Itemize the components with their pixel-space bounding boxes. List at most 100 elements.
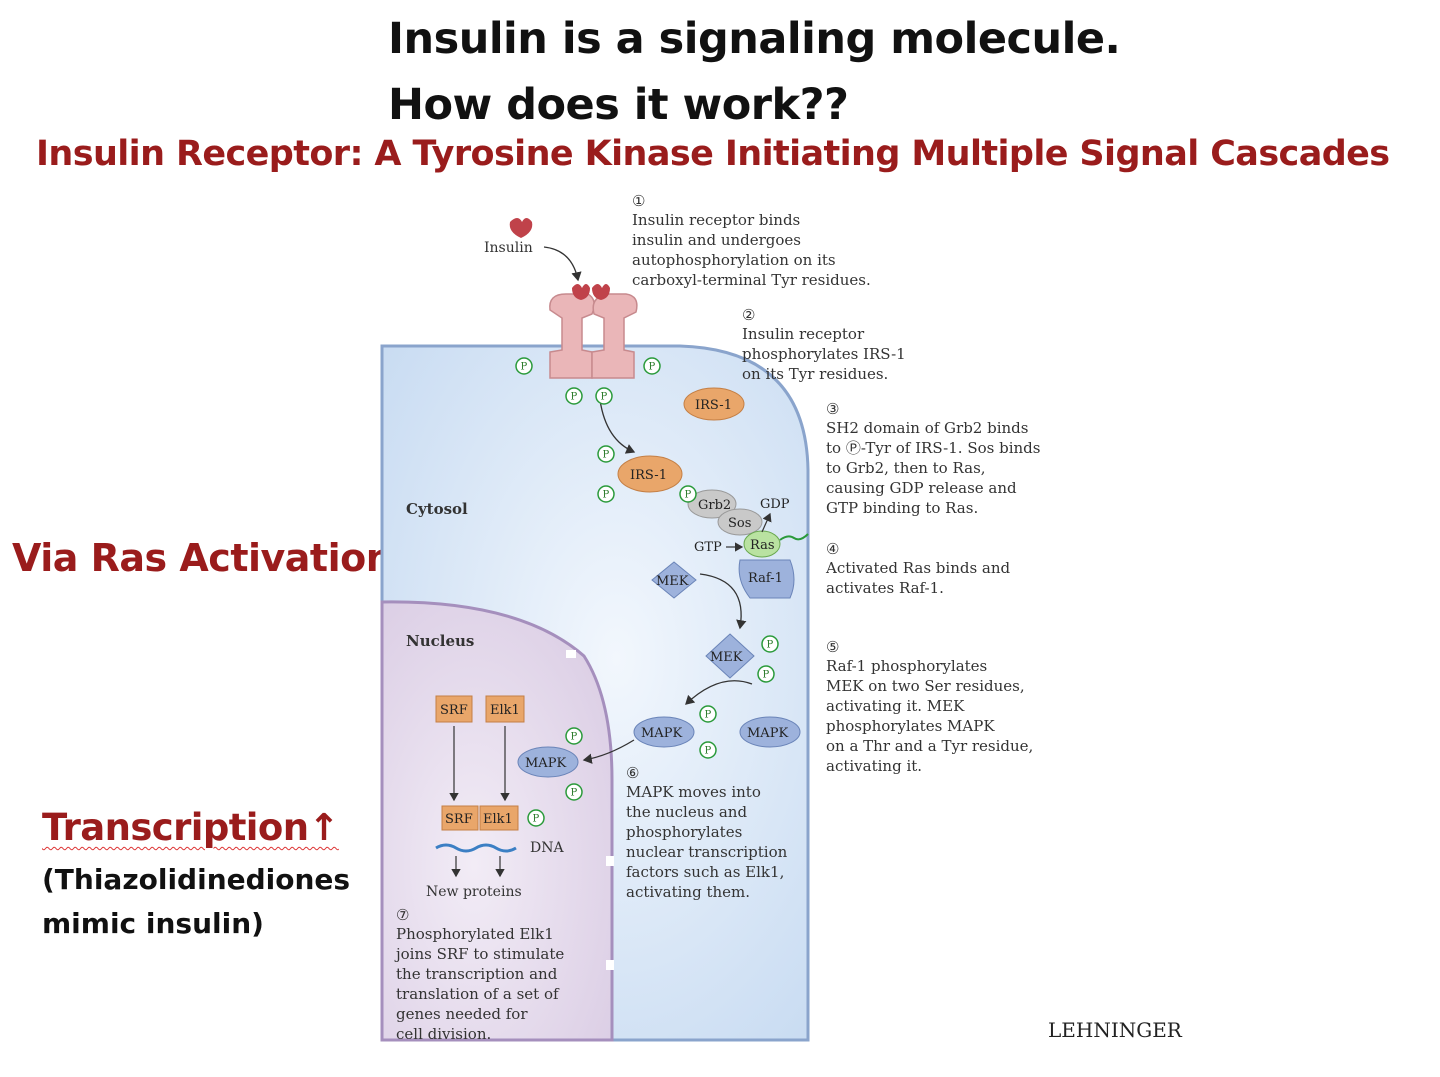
step-6-number: ⑥ — [626, 764, 640, 782]
step-2-text: Insulin receptor phosphorylates IRS-1 on… — [742, 325, 906, 383]
ras-label: Ras — [750, 538, 775, 553]
step-7-number: ⑦ — [396, 906, 410, 924]
step-4-number: ④ — [826, 540, 840, 558]
phosphate-circle — [527, 809, 545, 827]
title-line-2: How does it work?? — [388, 80, 849, 130]
phosphate-circle — [597, 485, 615, 503]
sos-label: Sos — [728, 516, 751, 531]
gtp-label: GTP — [694, 540, 722, 555]
nucleus-label: Nucleus — [406, 632, 474, 650]
phosphate-circle — [595, 387, 613, 405]
nuclear-pore — [606, 960, 614, 970]
sos — [717, 508, 763, 536]
mapk-nuclear-label: MAPK — [525, 756, 566, 771]
title-line-1: Insulin is a signaling molecule. — [388, 14, 1121, 64]
phosphate-label: P — [571, 732, 578, 743]
irs1-membrane — [683, 387, 745, 421]
phosphate-label: P — [571, 788, 578, 799]
phosphate-label: P — [685, 490, 692, 501]
mapk-nuclear — [517, 746, 579, 778]
phosphate-label: P — [571, 392, 578, 403]
srf-label: SRF — [440, 703, 468, 718]
irs1-membrane-label: IRS-1 — [695, 398, 732, 413]
phosphate-label: P — [603, 450, 610, 461]
irs1-phosphorylated — [617, 455, 683, 493]
phosphate-circle — [565, 387, 583, 405]
source-credit: LEHNINGER — [1048, 1018, 1182, 1042]
mek-inactive — [651, 561, 697, 599]
step-6-text: MAPK moves into the nucleus and phosphor… — [626, 783, 788, 901]
step-7-text: Phosphorylated Elk1 joins SRF to stimula… — [396, 925, 565, 1043]
phosphate-label: P — [767, 640, 774, 651]
elk1 — [485, 695, 525, 723]
phosphate-label: P — [763, 670, 770, 681]
insulin-receptor — [549, 284, 638, 379]
new-proteins-label: New proteins — [426, 884, 522, 900]
phosphate-circle — [515, 357, 533, 375]
step-4-text: Activated Ras binds and activates Raf-1. — [826, 559, 1011, 597]
phosphate-circle — [597, 445, 615, 463]
subtitle: Insulin Receptor: A Tyrosine Kinase Init… — [36, 134, 1390, 174]
mapk-active — [633, 716, 695, 748]
nuclear-pore — [606, 856, 614, 866]
mapk-translocation-arrow — [582, 739, 635, 764]
mapk-inactive-label: MAPK — [747, 726, 788, 741]
dna — [435, 843, 517, 853]
insulin-binding-arrow — [543, 246, 582, 282]
insulin-molecule-icon — [509, 218, 533, 238]
srf-bound — [441, 805, 479, 831]
grb2 — [687, 489, 737, 519]
srf — [435, 695, 473, 723]
cytosol-label: Cytosol — [406, 500, 468, 518]
ras-membrane-anchor — [779, 533, 809, 541]
mek-activation-arrow — [699, 573, 747, 630]
srf-bound-label: SRF — [445, 812, 473, 827]
mapk-inactive — [739, 716, 801, 748]
phosphate-label: P — [603, 490, 610, 501]
phosphate-label: P — [705, 710, 712, 721]
mapk-activation-arrow — [685, 680, 753, 705]
step-5-text: Raf-1 phosphorylates MEK on two Ser resi… — [826, 657, 1034, 775]
nuclear-pore — [566, 650, 576, 658]
phosphate-circle — [761, 635, 779, 653]
via-ras-label: Via Ras Activation — [12, 536, 393, 580]
phosphate-label: P — [533, 814, 540, 825]
irs1-phosphorylated-label: IRS-1 — [630, 468, 667, 483]
phosphate-circle — [699, 741, 717, 759]
transcription-label: Transcription↑ — [42, 806, 339, 849]
phosphate-circle — [679, 485, 697, 503]
dna-label: DNA — [530, 840, 564, 856]
mek-active-label: MEK — [710, 650, 743, 665]
step-1-number: ① — [632, 192, 646, 210]
phosphate-circle — [565, 727, 583, 745]
step-3-text: SH2 domain of Grb2 binds to Ⓟ-Tyr of IRS… — [826, 419, 1041, 517]
phosphate-circle — [757, 665, 775, 683]
step-5-number: ⑤ — [826, 638, 840, 656]
phosphate-label: P — [601, 392, 608, 403]
thiazolidinediones-note: (Thiazolidinediones mimic insulin) — [42, 863, 351, 940]
step-1-text: Insulin receptor binds insulin and under… — [632, 211, 871, 289]
phosphate-label: P — [649, 362, 656, 373]
raf1-label: Raf-1 — [748, 571, 783, 586]
phosphate-circle — [643, 357, 661, 375]
phosphate-label: P — [521, 362, 528, 373]
step-3-number: ③ — [826, 400, 840, 418]
mapk-active-label: MAPK — [641, 726, 682, 741]
elk1-bound-label: Elk1 — [483, 812, 513, 827]
gdp-release-arrow — [761, 512, 772, 533]
insulin-label: Insulin — [484, 240, 533, 256]
mek-inactive-label: MEK — [656, 574, 689, 589]
elk1-label: Elk1 — [490, 703, 520, 718]
gdp-label: GDP — [760, 497, 790, 512]
raf1 — [738, 559, 795, 599]
grb2-label: Grb2 — [698, 498, 731, 513]
irs1-move-arrow — [599, 399, 636, 454]
